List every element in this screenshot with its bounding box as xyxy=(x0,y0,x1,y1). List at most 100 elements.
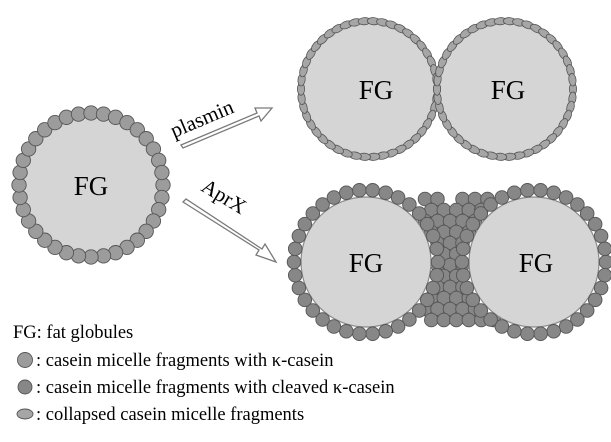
cleaved-micelle xyxy=(339,324,354,339)
cleaved-micelle xyxy=(558,319,574,334)
cleaved-micelle xyxy=(533,326,548,341)
cleaved-micelle xyxy=(587,216,603,232)
collapsed-micelle-layer xyxy=(297,17,577,161)
cleaved-micelle xyxy=(429,241,445,257)
cleaved-micelle xyxy=(579,206,595,221)
cleaved-micelle xyxy=(570,312,585,327)
legend-item-cleaved: : casein micelle fragments with cleaved … xyxy=(36,378,395,398)
cleaved-micelle xyxy=(352,326,367,341)
cleaved-micelle xyxy=(436,312,452,328)
cleaved-micelle xyxy=(378,324,393,339)
cleaved-micelle xyxy=(390,319,406,334)
cleaved-micelle xyxy=(494,319,510,334)
legend-item-intact: : casein micelle fragments with κ-casein xyxy=(36,351,334,371)
cleaved-micelle xyxy=(593,228,609,244)
aprx-arrow-shape xyxy=(181,198,278,264)
cleaved-micelle xyxy=(507,324,522,339)
plasmin-coalesced-globules: FG FG xyxy=(297,17,577,161)
plasmin-arrow: plasmin xyxy=(167,94,274,149)
legend-symbol-collapsed xyxy=(16,408,34,420)
plasmin-arrow-shape xyxy=(180,107,274,149)
cleaved-micelle xyxy=(411,303,427,318)
fat-globule-label: FG xyxy=(359,75,394,105)
cleaved-micelle xyxy=(483,197,498,212)
cleaved-micelle xyxy=(402,312,417,327)
fat-globule-label: FG xyxy=(349,248,384,278)
aprx-aggregated-globules: FG FG xyxy=(286,183,611,341)
cleaved-micelle xyxy=(483,312,498,327)
cleaved-micelle xyxy=(297,216,313,232)
cleaved-micelle xyxy=(473,206,489,221)
cleaved-micelle xyxy=(533,183,548,198)
cleaved-micelle xyxy=(339,185,354,200)
cleaved-micelle xyxy=(507,185,522,200)
cleaved-micelle xyxy=(461,312,477,328)
cleaved-micelle xyxy=(579,303,595,318)
cleaved-micelle xyxy=(520,183,535,198)
cleaved-micelle xyxy=(494,190,510,205)
cleaved-micelle xyxy=(546,324,561,339)
legend-title: FG: fat globules xyxy=(13,323,133,343)
cleaved-micelle xyxy=(455,267,471,283)
aprx-arrow: AprX xyxy=(181,174,278,264)
cleaved-micelle xyxy=(297,292,313,308)
cleaved-micelle xyxy=(326,319,342,334)
collapsed-micelle xyxy=(568,73,577,87)
intact-micelle xyxy=(154,164,170,181)
cleaved-micelle xyxy=(315,312,330,327)
cleaved-micelle xyxy=(326,190,342,205)
plasmin-label: plasmin xyxy=(167,94,238,142)
cleaved-micelle xyxy=(473,303,489,318)
cleaved-micelle xyxy=(597,267,611,283)
cleaved-micelle xyxy=(425,280,441,296)
cleaved-micelle xyxy=(291,228,307,244)
cleaved-micelle xyxy=(425,228,441,244)
cleaved-micelle xyxy=(430,191,445,207)
legend-symbol-intact xyxy=(17,352,33,368)
cleaved-micelle xyxy=(570,197,585,212)
cleaved-micelle xyxy=(429,267,445,283)
cleaved-micelle xyxy=(597,241,611,257)
cleaved-micelle xyxy=(454,254,470,270)
intact-micelle-ring xyxy=(11,105,171,265)
cleaved-micelle xyxy=(419,292,435,308)
legend: FG: fat globules : casein micelle fragme… xyxy=(13,323,395,425)
fat-globule-label: FG xyxy=(491,75,526,105)
cleaved-micelle xyxy=(411,206,427,221)
cleaved-micelle xyxy=(390,190,406,205)
cleaved-micelle xyxy=(598,254,611,270)
cleaved-micelle xyxy=(459,228,475,244)
cleaved-micelle xyxy=(315,197,330,212)
cleaved-micelle xyxy=(465,216,481,232)
cleaved-micelle xyxy=(365,183,380,198)
cleaved-micelle xyxy=(449,312,464,328)
cleaved-micelle-cluster xyxy=(417,191,502,328)
cleaved-micelle xyxy=(419,216,435,232)
cleaved-micelle-ring xyxy=(286,183,611,341)
cleaved-micelle xyxy=(352,183,367,198)
cleaved-micelle xyxy=(455,241,471,257)
intact-fat-globule: FG xyxy=(11,105,171,265)
legend-symbol-cleaved xyxy=(17,379,33,395)
cleaved-micelle xyxy=(305,206,321,221)
cleaved-micelle xyxy=(587,292,603,308)
cleaved-micelle xyxy=(378,185,393,200)
cleaved-micelle xyxy=(558,190,574,205)
cleaved-micelle xyxy=(291,280,307,296)
cleaved-micelle xyxy=(459,280,475,296)
cleaved-micelle xyxy=(520,326,535,341)
legend-item-collapsed: : collapsed casein micelle fragments xyxy=(36,405,304,425)
cleaved-micelle xyxy=(286,254,302,270)
cleaved-micelle xyxy=(593,280,609,296)
cleaved-micelle xyxy=(465,292,481,308)
cleaved-micelle xyxy=(546,185,561,200)
cleaved-micelle xyxy=(402,197,417,212)
cleaved-micelle xyxy=(430,254,446,270)
fat-globule-label: FG xyxy=(519,248,554,278)
cleaved-micelle xyxy=(424,312,439,328)
cleaved-micelle xyxy=(287,241,303,257)
cleaved-micelle xyxy=(305,303,321,318)
fat-globule-label: FG xyxy=(74,171,109,201)
cleaved-micelle xyxy=(287,267,303,283)
